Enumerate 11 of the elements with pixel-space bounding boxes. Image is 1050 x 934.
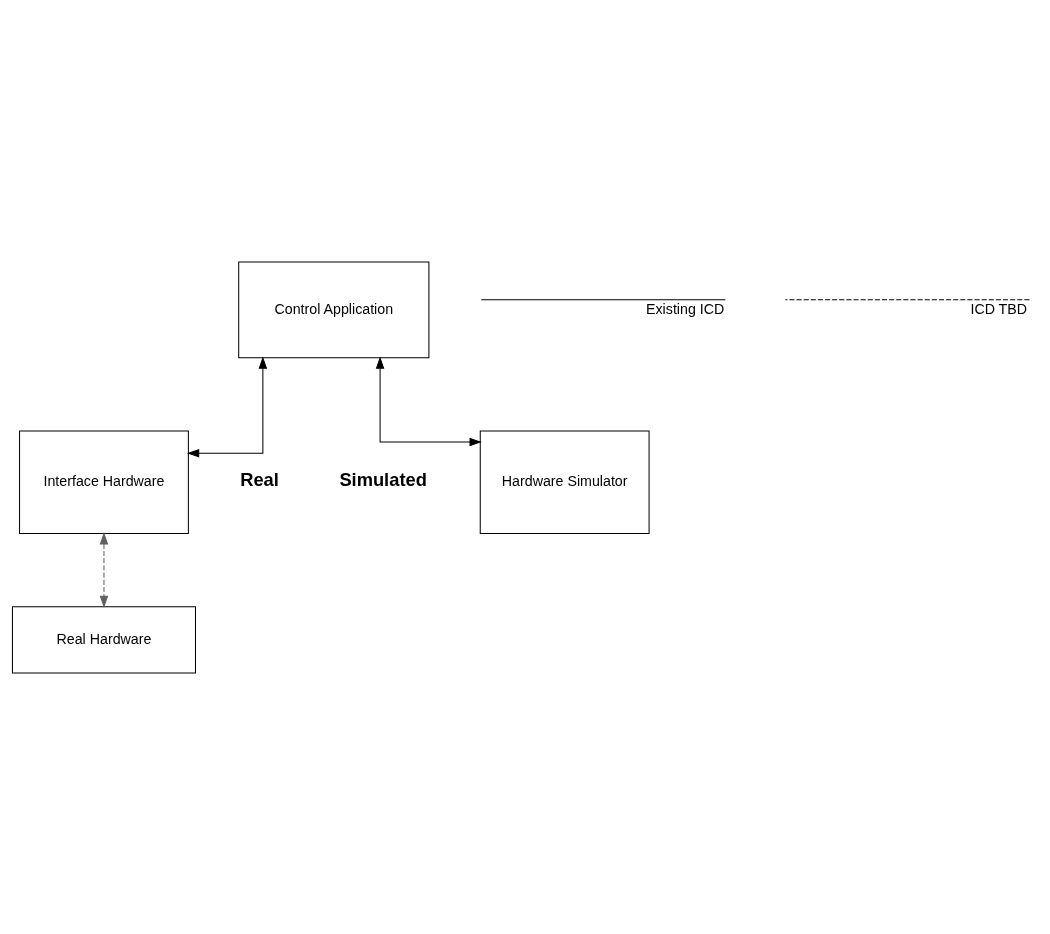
legend-label: ICD TBD bbox=[970, 300, 1028, 317]
node-box: Interface Hardware bbox=[19, 429, 189, 534]
label: Simulated bbox=[339, 468, 427, 490]
arrow bbox=[187, 355, 268, 458]
arrow bbox=[99, 531, 109, 608]
arrow bbox=[375, 355, 482, 446]
node-box: Hardware Simulator bbox=[479, 429, 650, 534]
label: Real bbox=[240, 468, 279, 490]
node-box: Control Application bbox=[238, 261, 430, 358]
node-box: Real Hardware bbox=[11, 605, 196, 673]
legend-label: Existing ICD bbox=[646, 300, 725, 317]
